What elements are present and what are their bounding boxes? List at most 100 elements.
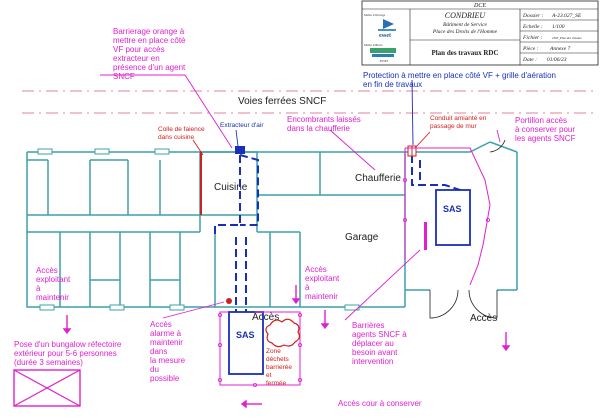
svg-text:et: et: [266, 372, 272, 379]
echelle-label: Echelle :: [522, 24, 543, 30]
waste-zone-cloud: [265, 318, 301, 348]
svg-text:maintenir: maintenir: [150, 338, 183, 347]
title-block: DCE CONDRIEU Bâtiment de Service Place d…: [361, 0, 599, 66]
room-cuisine: Cuisine: [214, 182, 248, 193]
room-garage: Garage: [345, 232, 379, 243]
svg-text:déchets: déchets: [266, 356, 290, 363]
architect-logo-text: ESSET: [380, 59, 389, 63]
svg-text:barrierée: barrierée: [266, 364, 292, 371]
svg-text:la mesure: la mesure: [150, 356, 186, 365]
date-label: Date :: [522, 57, 537, 63]
esset-logo-text: esset: [379, 33, 391, 39]
fichier-label: Fichier :: [522, 35, 543, 41]
barrier-markers: [217, 177, 490, 387]
echelle-value: 1/100: [552, 24, 565, 30]
svg-text:dans cuisine: dans cuisine: [158, 134, 195, 141]
note-acces-exploitant-1: Accès exploitant à maintenir: [36, 266, 71, 302]
svg-text:Conduit amianté en: Conduit amianté en: [430, 115, 487, 122]
work-path-blue: [214, 154, 461, 312]
svg-text:fermée: fermée: [266, 380, 287, 387]
svg-text:(durée 3 semaines): (durée 3 semaines): [14, 358, 83, 367]
building-walls: [26, 141, 518, 308]
note-protection: Protection à mettre en place côté VF + g…: [363, 71, 556, 89]
svg-text:besoin avant: besoin avant: [352, 348, 398, 357]
acces-label-2: Accès: [470, 313, 497, 324]
note-encombrants: Encombrants laissés dans la chaufferie: [287, 115, 361, 133]
note-portillon: Portillon accès à conserver pour les age…: [515, 116, 576, 143]
sas-box-2: [435, 189, 471, 246]
svg-text:agents SNCF à: agents SNCF à: [352, 330, 407, 339]
note-zone-dechets: Zone déchets barrierée et fermée: [266, 348, 292, 387]
note-acces-exploitant-2: Accès exploitant à maintenir: [305, 265, 340, 301]
piece-value: Annexe 7: [549, 46, 571, 52]
room-chaufferie: Chaufferie: [355, 173, 401, 184]
svg-text:Accès: Accès: [150, 320, 172, 329]
project-name: CONDRIEU: [445, 11, 487, 20]
sncf-barrier-bar: [424, 222, 427, 250]
alarm-dot: [226, 298, 232, 304]
svg-text:extérieur pour 5-6 personnes: extérieur pour 5-6 personnes: [14, 349, 117, 358]
piece-label: Pièce :: [522, 46, 539, 52]
acces-label-1: Accès: [252, 312, 279, 323]
note-acces-alarme: Accès alarme à maintenir dans la mesure …: [150, 320, 186, 383]
door-arcs: [429, 139, 506, 319]
svg-text:Accès: Accès: [305, 265, 327, 274]
sas-label-1: SAS: [236, 330, 255, 340]
svg-text:exploitant: exploitant: [305, 274, 340, 283]
svg-text:Pose d'un bungalow réfectoire: Pose d'un bungalow réfectoire: [14, 340, 122, 349]
note-barrieres: Barrières agents SNCF à déplacer au beso…: [352, 321, 407, 366]
work-perimeter-magenta: [219, 147, 491, 386]
svg-text:Barrières: Barrières: [352, 321, 384, 330]
air-extractor: [235, 146, 245, 154]
svg-text:dans: dans: [150, 347, 167, 356]
access-arrows: [62, 285, 511, 409]
svg-text:maintenir: maintenir: [305, 292, 338, 301]
svg-text:Colle de faience: Colle de faience: [158, 126, 205, 133]
svg-text:extracteur en: extracteur en: [113, 54, 160, 63]
sas-label-2: SAS: [443, 204, 462, 214]
client-logo: [378, 19, 396, 31]
voies-ferrees-label: Voies ferrées SNCF: [238, 96, 326, 107]
svg-text:à: à: [36, 284, 41, 293]
svg-text:Accès: Accès: [36, 266, 58, 275]
svg-text:à: à: [305, 283, 310, 292]
svg-text:possible: possible: [150, 374, 180, 383]
svg-text:SNCF: SNCF: [113, 72, 135, 81]
note-barrierage: Barrierage orange à mettre en place côté…: [113, 27, 186, 81]
svg-text:Protection à mettre en place c: Protection à mettre en place côté VF + g…: [363, 71, 556, 80]
svg-text:exploitant: exploitant: [36, 275, 71, 284]
maitre-ouvrage-label: Maître d'Ouvrage: [364, 13, 386, 17]
svg-text:passage de mur: passage de mur: [430, 123, 477, 130]
svg-text:Zone: Zone: [266, 348, 281, 355]
dce-label: DCE: [473, 3, 486, 9]
svg-text:les agents SNCF: les agents SNCF: [515, 134, 576, 143]
svg-text:en fin de travaux: en fin de travaux: [363, 80, 422, 89]
leader-lines: [100, 74, 501, 321]
svg-text:Portillon accès: Portillon accès: [515, 116, 567, 125]
svg-text:maintenir: maintenir: [36, 293, 69, 302]
windows: [37, 148, 360, 311]
plan-title: Plan des travaux RDC: [431, 49, 498, 57]
svg-text:du: du: [150, 365, 159, 374]
note-colle: Colle de faience dans cuisine: [158, 126, 205, 141]
note-acces-cour: Accès cour à conserver: [338, 399, 422, 408]
address: Place des Droits de l'Homme: [432, 29, 498, 35]
svg-text:présence d'un agent: présence d'un agent: [113, 63, 186, 72]
note-extracteur: Extracteur d'air: [220, 122, 264, 129]
sas-box-1: [228, 311, 264, 375]
note-bungalow: Pose d'un bungalow réfectoire extérieur …: [14, 340, 122, 367]
svg-text:déplacer au: déplacer au: [352, 339, 394, 348]
building-name: Bâtiment de Service: [443, 22, 488, 28]
annotations: Barrierage orange à mettre en place côté…: [14, 27, 576, 408]
dossier-value: A-23.027_SE: [551, 13, 582, 19]
architect-logo: [370, 48, 396, 57]
dossier-label: Dossier :: [522, 13, 543, 19]
maitre-oeuvre-label: Maître d'Œuvre: [364, 43, 383, 47]
bungalow-box: [13, 369, 81, 407]
svg-text:dans la chaufferie: dans la chaufferie: [287, 124, 351, 133]
svg-text:à conserver pour: à conserver pour: [515, 125, 575, 134]
svg-text:VF pour accès: VF pour accès: [113, 45, 165, 54]
svg-text:intervention: intervention: [352, 357, 393, 366]
date-value: 01/06/23: [547, 57, 567, 63]
